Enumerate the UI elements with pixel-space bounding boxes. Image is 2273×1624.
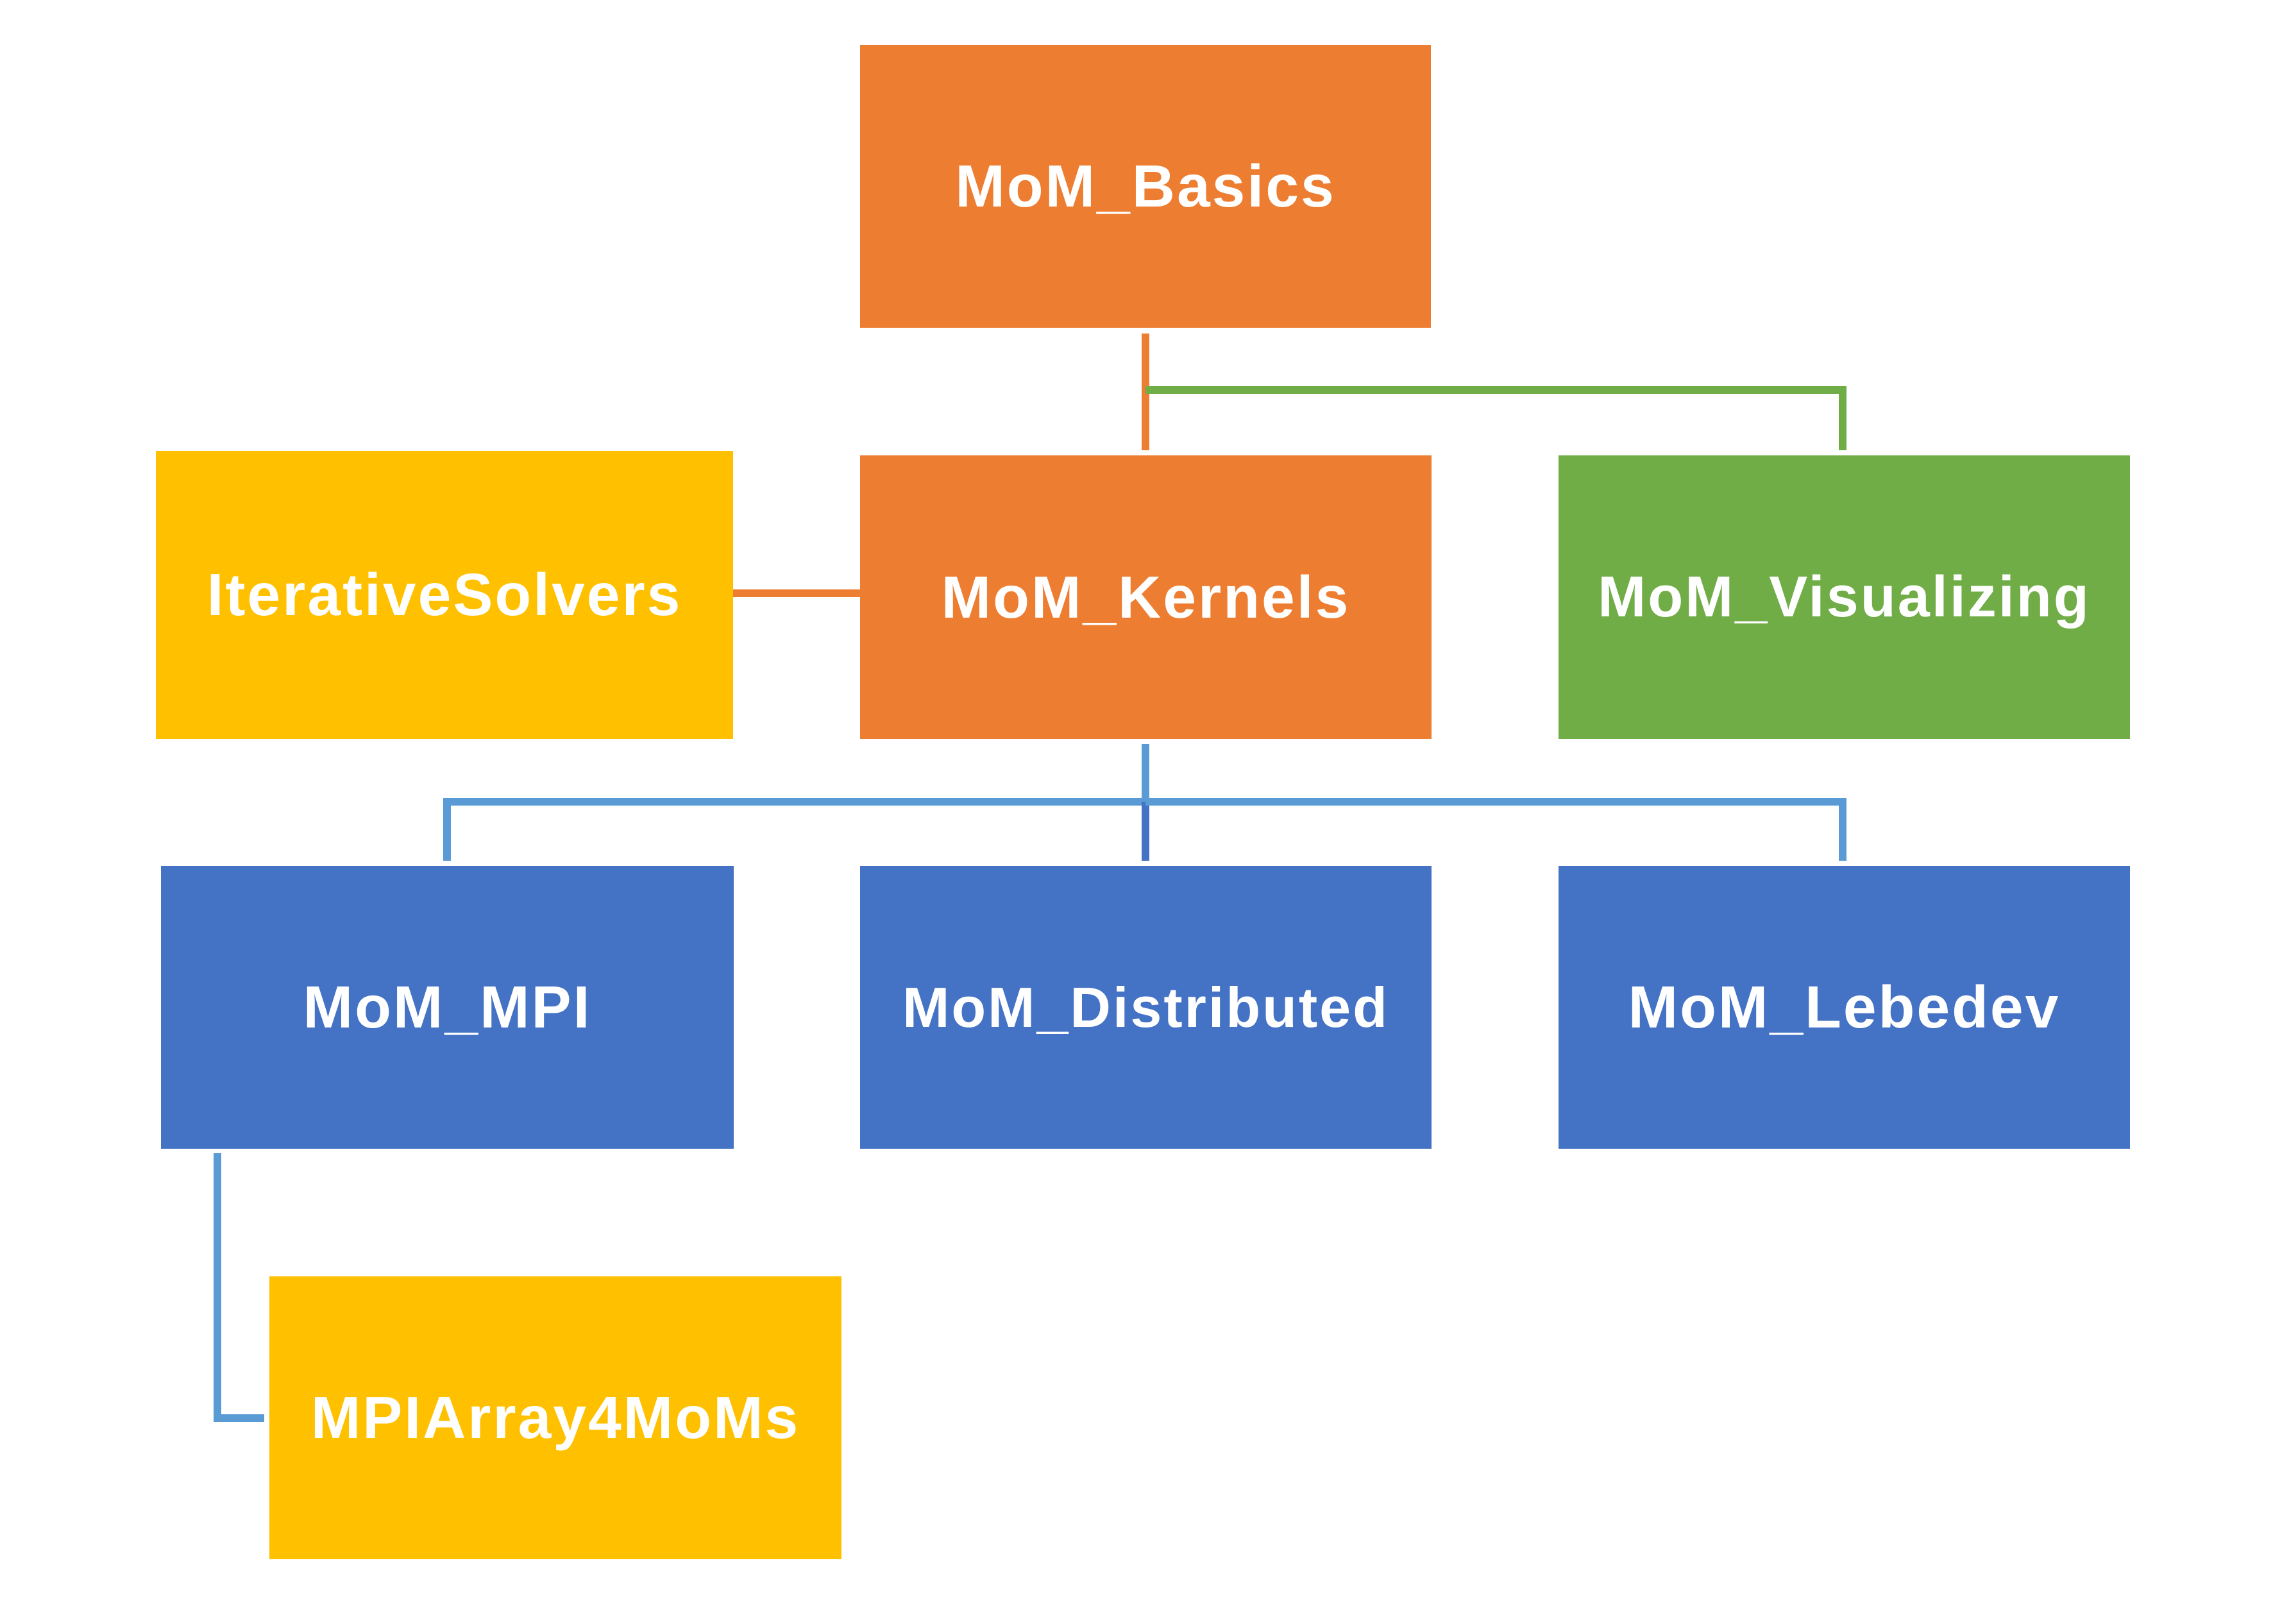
node-mom-lebedev: MoM_Lebedev xyxy=(1559,866,2130,1149)
edge-mpi-to-mpiarray4moms xyxy=(214,1153,264,1422)
node-label: MoM_Kernels xyxy=(941,563,1351,630)
node-iterative-solvers: IterativeSolvers xyxy=(156,451,733,739)
node-label: MoM_Basics xyxy=(955,153,1336,219)
node-label: MoM_Distributed xyxy=(902,975,1389,1039)
node-label: MoM_MPI xyxy=(303,974,592,1040)
node-label: MoM_Lebedev xyxy=(1628,974,2061,1040)
node-label: MPIArray4MoMs xyxy=(310,1384,800,1451)
node-mpiarray4moms: MPIArray4MoMs xyxy=(269,1276,841,1559)
node-mom-kernels: MoM_Kernels xyxy=(860,455,1432,739)
node-label: MoM_Visualizing xyxy=(1598,565,2091,629)
node-mom-distributed: MoM_Distributed xyxy=(860,866,1432,1149)
edge-basics-to-visualizing xyxy=(1145,386,1846,450)
edge-kernels-to-mpi xyxy=(443,798,1145,861)
edge-kernels-to-lebedev xyxy=(1145,798,1846,861)
node-label: IterativeSolvers xyxy=(207,561,682,628)
node-mom-visualizing: MoM_Visualizing xyxy=(1559,455,2130,739)
node-mom-mpi: MoM_MPI xyxy=(161,866,734,1149)
node-mom-basics: MoM_Basics xyxy=(860,45,1431,328)
